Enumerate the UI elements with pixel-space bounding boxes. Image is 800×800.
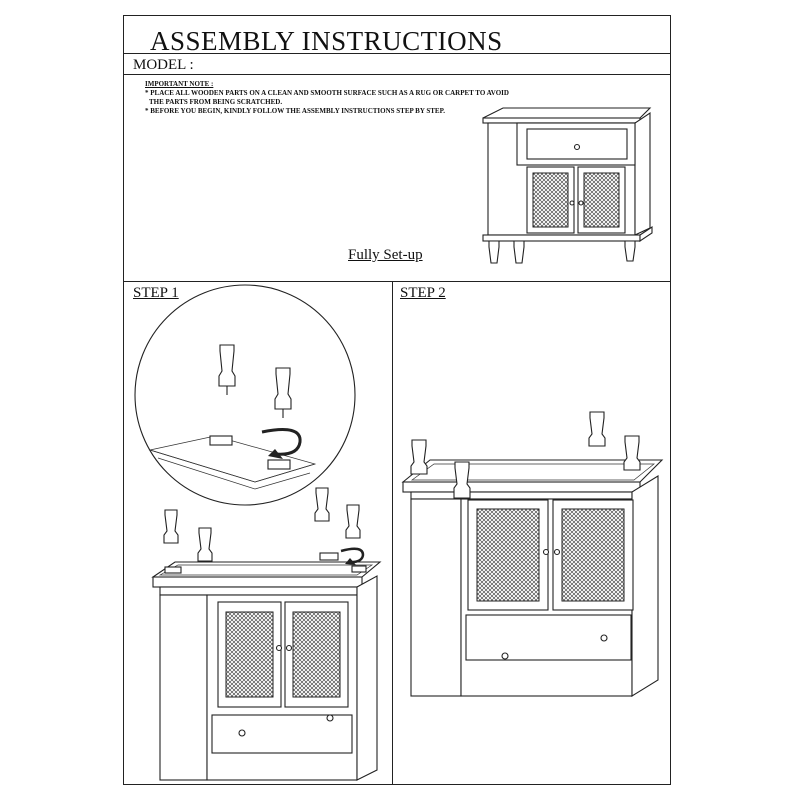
page-title: ASSEMBLY INSTRUCTIONS (150, 26, 503, 56)
section-rule (124, 281, 670, 282)
leg-icon (197, 527, 213, 562)
important-note: IMPORTANT NOTE : * PLACE ALL WOODEN PART… (145, 80, 509, 116)
step2-cabinet (401, 411, 664, 697)
leg-icon (314, 487, 330, 522)
fully-setup-caption: Fully Set-up (348, 247, 423, 263)
important-note-heading: IMPORTANT NOTE : (145, 80, 214, 88)
leg-icon (218, 344, 236, 395)
instruction-sheet (123, 15, 671, 785)
leg-icon (345, 504, 361, 539)
model-rule (124, 74, 670, 75)
note-line: * PLACE ALL WOODEN PARTS ON A CLEAN AND … (145, 89, 509, 97)
note-line: * BEFORE YOU BEGIN, KINDLY FOLLOW THE AS… (145, 107, 445, 115)
fully-setup-cabinet (482, 107, 653, 264)
step1-cabinet (151, 487, 382, 781)
leg-icon (588, 411, 606, 447)
title-rule (124, 53, 670, 54)
leg-icon (410, 439, 428, 475)
leg-icon (453, 461, 471, 499)
step1-detail-circle (134, 284, 356, 506)
rotate-arrow-icon (261, 428, 302, 456)
leg-icon (274, 367, 292, 418)
step-divider (392, 282, 393, 784)
note-line: THE PARTS FROM BEING SCRATCHED. (149, 98, 283, 106)
step-2-label: STEP 2 (400, 285, 446, 301)
step-1-label: STEP 1 (133, 285, 179, 301)
rotate-arrow-icon (340, 547, 365, 564)
model-label: MODEL : (133, 57, 194, 73)
leg-icon (163, 509, 179, 544)
leg-icon (623, 435, 641, 471)
